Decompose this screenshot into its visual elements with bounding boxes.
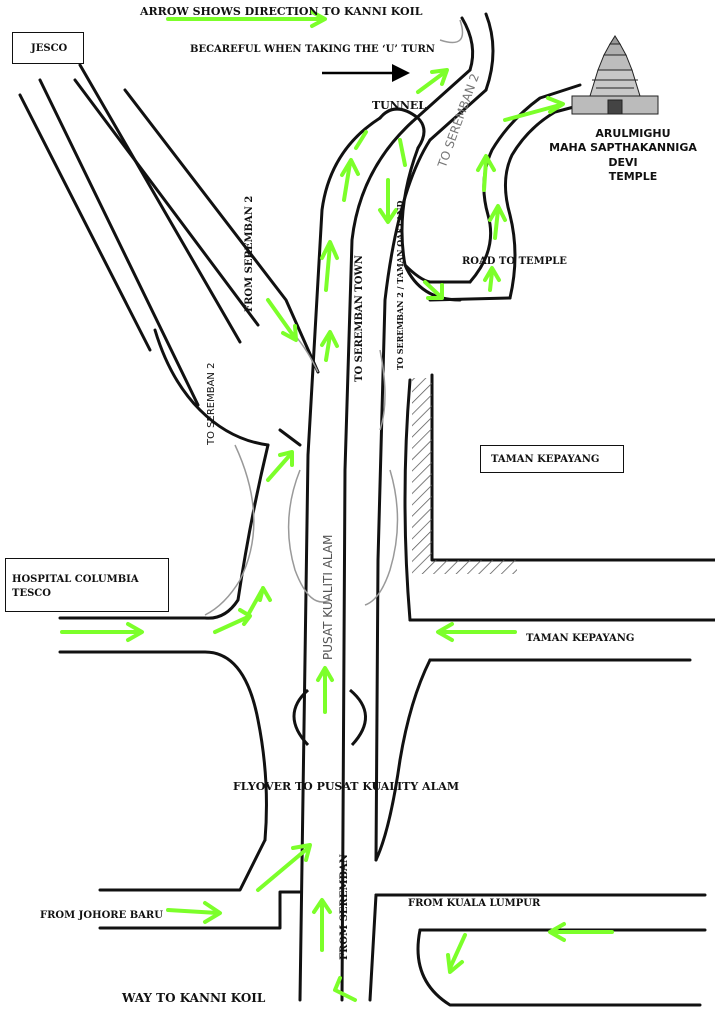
way-to-kanni-label: WAY TO KANNI KOIL: [122, 991, 266, 1005]
temple-name-line2: MAHA SAPTHAKANNIGA DEVI: [549, 141, 697, 169]
taman-kepayang-box: TAMAN KEPAYANG: [480, 445, 624, 473]
arrow-diag-flyover: [256, 846, 310, 892]
hospital-road-upper: [58, 443, 270, 620]
temple-road-inner: [504, 102, 587, 300]
hatch-strip-vertical: [412, 378, 432, 560]
jesco-road-c: [73, 78, 260, 327]
oakland-road: [400, 146, 462, 302]
to-seremban2-curve: [153, 328, 270, 447]
jesco-road-b: [78, 63, 242, 344]
temple-name-line1: ARULMIGHU: [595, 127, 671, 140]
black-arrow-right-icon: [322, 64, 410, 82]
hospital-label-line1: HOSPITAL COLUMBIA: [12, 574, 139, 585]
jesco-road-e: [18, 93, 152, 352]
to-seremban-town-label: TO SEREMBAN TOWN: [354, 255, 365, 382]
arrow-johore: [166, 908, 220, 915]
direction-note: ARROW SHOWS DIRECTION TO KANNI KOIL: [140, 5, 423, 18]
from-seremban-label: FROM SEREMBAN: [339, 854, 350, 960]
johore-road-lower: [98, 890, 302, 930]
taman-kepayang-road-label: TAMAN KEPAYANG: [526, 633, 635, 644]
flyover-bulges: [292, 688, 367, 747]
main-corridor-right: [374, 138, 432, 862]
hospital-road-lower: [58, 650, 268, 842]
from-kl-label: FROM KUALA LUMPUR: [408, 898, 541, 909]
to-seremban2-left-label: TO SEREMBAN 2: [206, 362, 217, 445]
jesco-road-d: [123, 88, 320, 374]
main-corridor-left: [298, 116, 382, 1002]
jesco-label: JESCO: [31, 43, 68, 54]
tunnel-label: TUNNEL: [372, 99, 427, 112]
temple-gopuram-icon: [571, 35, 659, 115]
jesco-road-a: [38, 78, 200, 407]
direction-arrows: [60, 10, 614, 1002]
pusat-kualiti-label: PUSAT KUALITI ALAM: [321, 534, 335, 660]
johore-road-upper: [98, 838, 267, 892]
hospital-box: HOSPITAL COLUMBIA TESCO: [5, 558, 169, 612]
road-to-temple-label: ROAD TO TEMPLE: [462, 256, 567, 267]
temple-name-line3: TEMPLE: [608, 169, 658, 183]
jesco-box: JESCO: [12, 32, 84, 64]
from-seremban2-label: FROM SEREMBAN 2: [244, 195, 255, 312]
flyover-label: FLYOVER TO PUSAT KUALITY ALAM: [233, 780, 460, 793]
hatch-strip-horizontal: [412, 560, 517, 574]
taman-kepayang-box-label: TAMAN KEPAYANG: [491, 454, 600, 465]
main-corridor-inner: [340, 120, 414, 1002]
from-johore-label: FROM JOHORE BARU: [40, 910, 163, 921]
hospital-label-line2: TESCO: [12, 588, 51, 599]
uturn-note: BECAREFUL WHEN TAKING THE ‘U’ TURN: [190, 44, 435, 55]
to-seremban2-oakland-label: TO SEREMBAN 2 / TAMAN OAKLAND: [395, 200, 405, 370]
temple-label: ARULMIGHU MAHA SAPTHAKANNIGA DEVI TEMPLE: [549, 127, 700, 184]
